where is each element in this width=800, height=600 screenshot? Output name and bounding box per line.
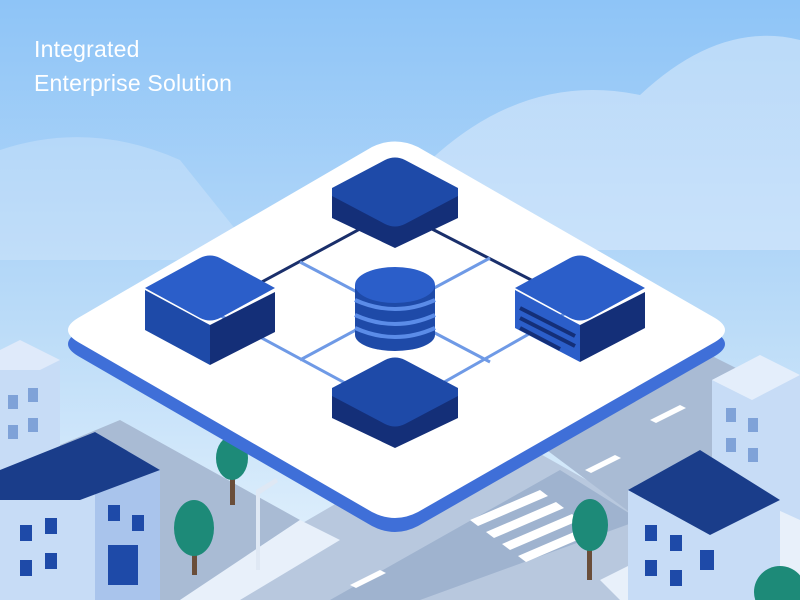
street-lamp	[256, 478, 278, 570]
building-left-front	[0, 432, 160, 600]
road	[330, 470, 640, 600]
headline-line-2: Enterprise Solution	[34, 70, 233, 96]
server-rack-icon	[519, 306, 576, 351]
headline: Integrated Enterprise Solution	[34, 32, 232, 100]
module-bottom	[332, 357, 458, 448]
cloud-shape	[0, 137, 260, 260]
tree	[754, 566, 800, 600]
headline-line-1: Integrated	[34, 36, 140, 62]
module-top	[332, 157, 458, 248]
module-left	[145, 255, 275, 365]
database-icon	[354, 267, 436, 351]
module-right	[515, 255, 645, 362]
building-right-front	[628, 450, 780, 600]
lane-marking	[350, 405, 686, 588]
tree	[572, 499, 608, 580]
tree	[174, 500, 214, 575]
cloud-shape	[420, 35, 800, 250]
